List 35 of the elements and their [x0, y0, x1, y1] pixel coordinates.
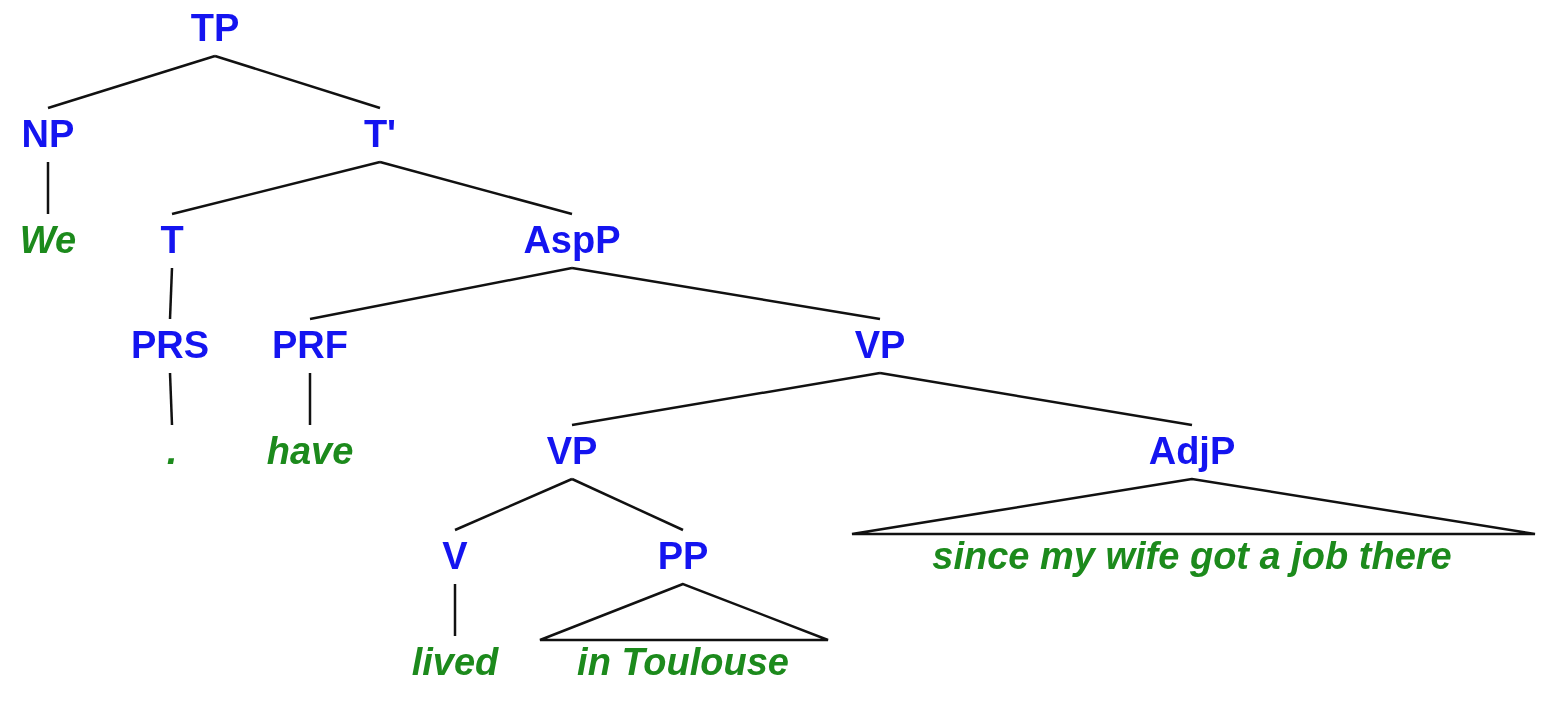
tree-branch	[171, 160, 381, 216]
category-label: V	[442, 536, 468, 576]
category-label: TP	[190, 8, 240, 48]
tree-branch	[571, 477, 684, 532]
tree-branch	[879, 371, 1193, 427]
tree-branch	[47, 54, 216, 110]
word: .	[166, 431, 178, 471]
tree-branch	[453, 584, 457, 636]
word: since my wife got a job there	[932, 536, 1452, 576]
word: lived	[411, 642, 499, 682]
tree-branch	[379, 160, 573, 216]
word: in Toulouse	[577, 642, 789, 682]
word: We	[19, 220, 77, 260]
tree-branch	[309, 266, 573, 321]
triangle-branch	[850, 477, 1537, 536]
tree-branch	[308, 373, 312, 425]
tree-branch	[168, 267, 174, 320]
category-label: AdjP	[1148, 431, 1236, 471]
tree-branch	[168, 372, 174, 426]
category-label: AspP	[523, 220, 621, 260]
tree-branch	[46, 162, 50, 214]
category-label: PRF	[272, 325, 348, 365]
category-label: T'	[363, 114, 397, 154]
tree-branch	[571, 371, 881, 427]
tree-branch	[214, 54, 381, 110]
category-label: T	[160, 220, 184, 260]
category-label: PP	[657, 536, 709, 576]
triangle-branch	[538, 582, 830, 642]
tree-branch	[454, 477, 573, 532]
category-label: PRS	[130, 325, 210, 365]
tree-branch	[571, 266, 881, 321]
category-label: NP	[21, 114, 75, 154]
category-label: VP	[546, 431, 598, 471]
category-label: VP	[854, 325, 906, 365]
word: have	[266, 431, 354, 471]
